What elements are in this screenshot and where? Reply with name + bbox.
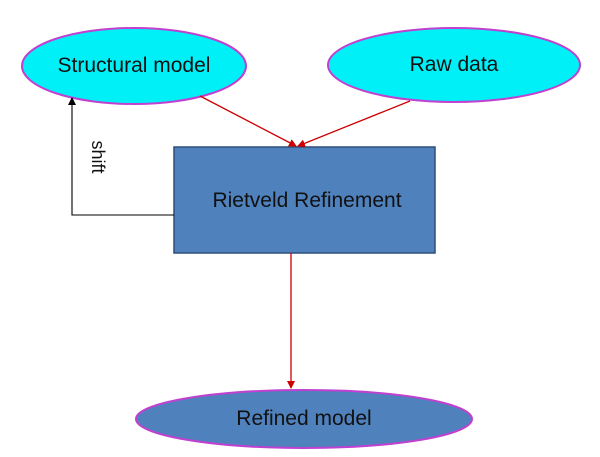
refined-model-node xyxy=(135,389,473,449)
rietveld-refinement-node xyxy=(173,146,436,254)
edge-shift-feedback xyxy=(68,97,174,216)
refined-model-label: Refined model xyxy=(236,407,372,430)
shift-edge-label: shift xyxy=(88,140,109,174)
structural-model-node xyxy=(21,27,247,105)
structural-model-label: Structural model xyxy=(57,54,211,77)
raw-data-node xyxy=(327,27,581,103)
rietveld-refinement-label: Rietveld Refinement xyxy=(212,188,402,212)
edge-structural-to-rietveld xyxy=(199,95,297,147)
edge-raw-to-rietveld xyxy=(297,100,411,148)
raw-data-label: Raw data xyxy=(409,53,499,76)
